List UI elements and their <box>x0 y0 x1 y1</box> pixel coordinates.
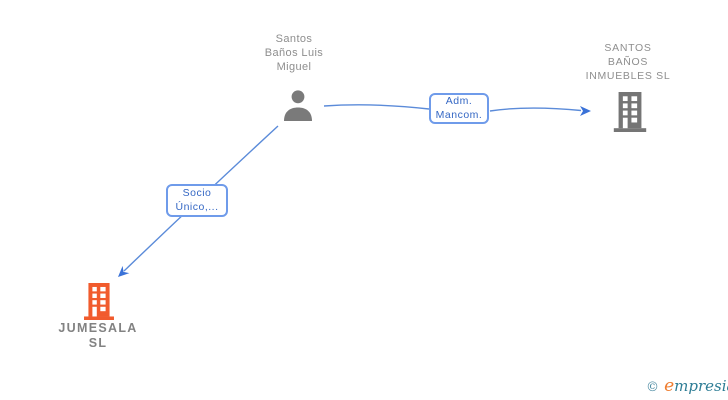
company-right-line: BAÑOS <box>607 56 649 68</box>
building-icon[interactable] <box>83 283 115 320</box>
person-icon[interactable] <box>280 87 316 123</box>
node-label-company-left[interactable]: JUMESALA SL <box>48 321 148 351</box>
person-name-line: Santos <box>275 33 313 45</box>
edge-label-line: Único,... <box>175 200 219 213</box>
brand-initial: e <box>664 376 675 396</box>
company-right-line: SANTOS <box>604 42 652 54</box>
edge-label-adm-mancom: Adm. Mancom. <box>429 93 489 124</box>
node-label-company-right[interactable]: SANTOS BAÑOS INMUEBLES SL <box>575 41 681 83</box>
arrowhead-downleft-icon <box>118 265 130 277</box>
edge-label-socio-unico: Socio Único,... <box>166 184 228 217</box>
arrowhead-right-icon <box>580 106 591 116</box>
edge-label-line: Socio <box>182 187 212 199</box>
company-left-line: SL <box>88 336 108 350</box>
edge-adm-line-left <box>323 104 430 110</box>
company-left-line: JUMESALA <box>58 321 138 335</box>
person-name-line: Baños Luis <box>264 47 324 59</box>
copyright-icon: © <box>646 380 659 395</box>
person-name-line: Miguel <box>276 61 312 73</box>
edge-adm-line-right <box>489 107 582 112</box>
empresia-logo[interactable]: © empresia <box>646 376 728 396</box>
company-right-line: INMUEBLES SL <box>585 70 671 82</box>
node-label-person[interactable]: Santos Baños Luis Miguel <box>239 32 349 74</box>
edge-label-line: Mancom. <box>435 108 483 121</box>
building-icon[interactable] <box>612 92 648 132</box>
edge-label-line: Adm. <box>445 95 473 107</box>
brand-name: mpresia <box>674 377 728 395</box>
